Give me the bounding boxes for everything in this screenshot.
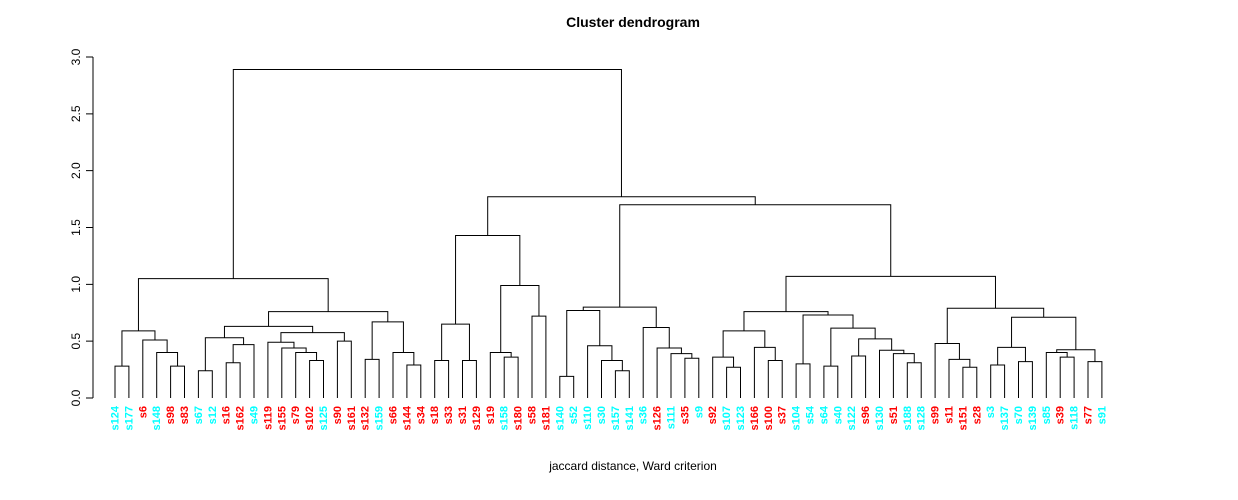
leaf-label: s64 xyxy=(818,405,830,424)
leaf-label: s125 xyxy=(318,406,330,430)
leaf-label: s33 xyxy=(443,406,455,424)
leaf-label: s37 xyxy=(777,406,789,424)
leaf-label: s123 xyxy=(735,406,747,430)
x-axis-caption: jaccard distance, Ward criterion xyxy=(549,459,717,473)
leaf-label: s111 xyxy=(666,406,678,429)
leaf-label: s49 xyxy=(249,406,261,424)
leaf-label: s79 xyxy=(290,406,302,424)
leaf-label: s177 xyxy=(123,406,135,430)
leaf-label: s188 xyxy=(902,406,914,430)
leaf-label: s18 xyxy=(429,406,441,424)
leaf-label: s54 xyxy=(805,405,817,424)
leaf-label: s39 xyxy=(1055,406,1067,424)
leaf-label: s144 xyxy=(401,405,413,430)
leaf-label: s107 xyxy=(721,406,733,430)
leaf-label: s77 xyxy=(1083,406,1095,424)
leaf-label: s28 xyxy=(971,406,983,424)
y-tick-label: 0.5 xyxy=(69,333,83,350)
leaf-label: s100 xyxy=(763,406,775,430)
leaf-label: s162 xyxy=(235,406,247,430)
leaf-label: s124 xyxy=(110,405,122,430)
leaf-label: s30 xyxy=(596,406,608,424)
leaf-label: s148 xyxy=(151,406,163,430)
leaf-label: s129 xyxy=(471,406,483,430)
leaf-label: s161 xyxy=(346,406,358,430)
leaf-label: s118 xyxy=(1069,406,1081,430)
leaf-label: s66 xyxy=(388,406,400,424)
leaf-label: s40 xyxy=(832,406,844,424)
leaf-label: s137 xyxy=(999,406,1011,430)
y-tick-label: 1.5 xyxy=(69,219,83,236)
leaf-label: s98 xyxy=(165,406,177,424)
y-tick-label: 3.0 xyxy=(69,48,83,65)
leaf-label: s9 xyxy=(693,406,705,418)
leaf-label: s96 xyxy=(860,406,872,424)
leaf-label: s35 xyxy=(679,406,691,424)
leaf-label: s58 xyxy=(527,406,539,424)
leaf-label: s12 xyxy=(207,406,219,424)
leaf-label: s140 xyxy=(554,406,566,430)
leaf-label: s6 xyxy=(137,406,149,418)
leaf-label: s16 xyxy=(221,406,233,424)
leaf-label: s99 xyxy=(930,406,942,424)
leaf-label: s67 xyxy=(193,406,205,424)
leaf-label: s181 xyxy=(540,406,552,430)
leaf-label: s155 xyxy=(276,406,288,430)
leaf-label: s104 xyxy=(791,405,803,430)
leaf-label: s130 xyxy=(874,406,886,430)
leaf-label: s122 xyxy=(846,406,858,430)
dendrogram-links xyxy=(114,68,1103,398)
y-tick-label: 1.0 xyxy=(69,276,83,293)
leaf-label: s31 xyxy=(457,406,469,424)
leaf-label: s166 xyxy=(749,406,761,430)
y-tick-label: 2.0 xyxy=(69,162,83,179)
leaf-label: s52 xyxy=(568,406,580,424)
leaf-label: s157 xyxy=(610,406,622,430)
leaf-label: s159 xyxy=(374,406,386,430)
y-tick-label: 0.0 xyxy=(69,389,83,406)
leaf-label: s132 xyxy=(360,406,372,430)
leaf-label: s110 xyxy=(582,406,594,430)
leaf-label: s139 xyxy=(1027,406,1039,430)
leaf-label: s151 xyxy=(957,406,969,430)
leaf-label: s34 xyxy=(415,405,427,424)
leaf-label: s83 xyxy=(179,406,191,424)
y-tick-label: 2.5 xyxy=(69,105,83,122)
leaf-label: s70 xyxy=(1013,406,1025,424)
leaf-label: s36 xyxy=(638,406,650,424)
leaf-label: s19 xyxy=(485,406,497,424)
leaf-label: s141 xyxy=(624,406,636,430)
chart-title: Cluster dendrogram xyxy=(566,14,700,30)
leaf-label: s180 xyxy=(513,406,525,430)
leaf-label: s3 xyxy=(985,406,997,418)
leaf-label: s128 xyxy=(916,406,928,430)
leaf-label: s51 xyxy=(888,406,900,424)
leaf-label: s126 xyxy=(652,406,664,430)
leaf-label: s102 xyxy=(304,406,316,430)
leaf-label: s11 xyxy=(944,406,956,424)
y-axis xyxy=(86,56,94,399)
leaf-label: s90 xyxy=(332,406,344,424)
leaf-label: s91 xyxy=(1096,406,1108,424)
leaf-label: s85 xyxy=(1041,406,1053,424)
leaf-label: s119 xyxy=(262,406,274,430)
leaf-label: s92 xyxy=(707,406,719,424)
leaf-label: s158 xyxy=(499,406,511,430)
